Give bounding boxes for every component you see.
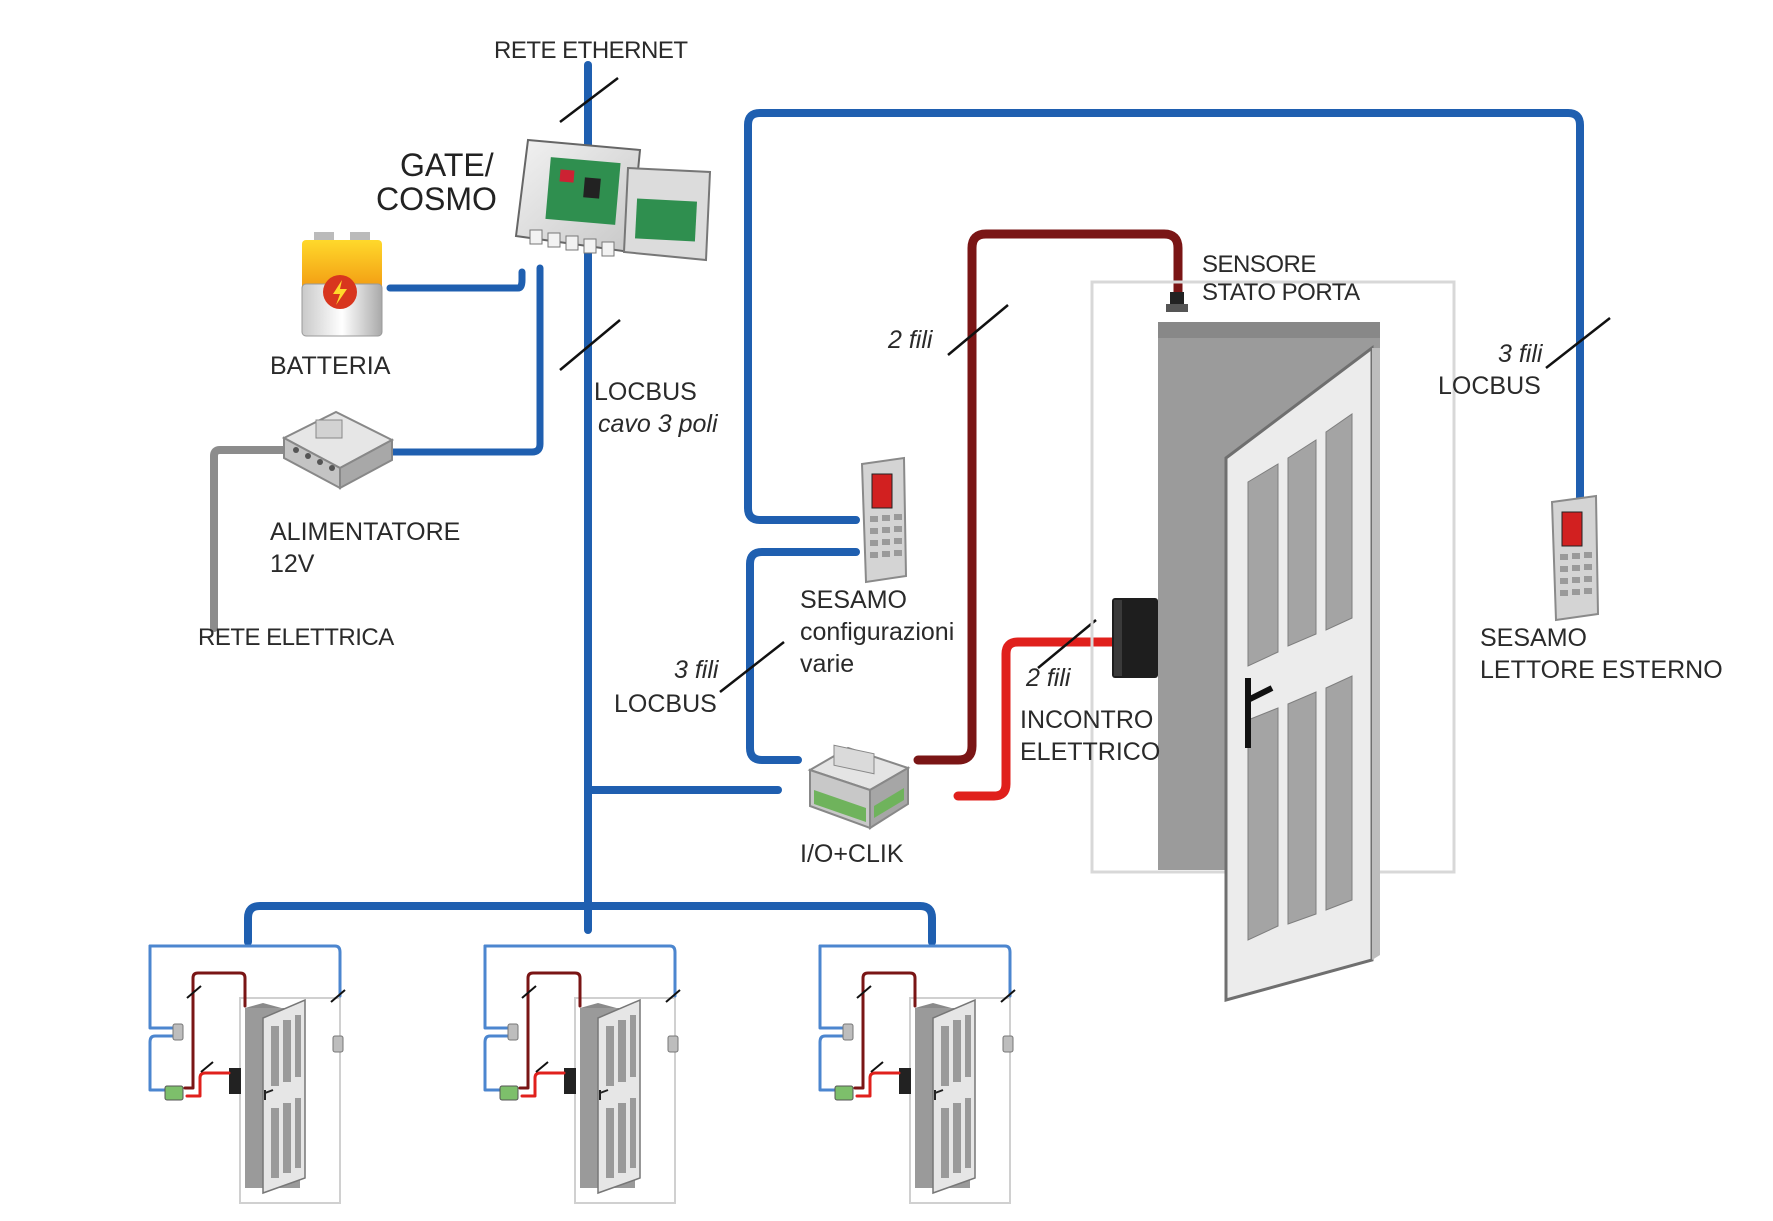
label-sesamo-ext-2: LETTORE ESTERNO — [1480, 656, 1723, 684]
label-io-clik: I/O+CLIK — [800, 840, 904, 868]
door-sensor-icon — [1166, 292, 1188, 312]
label-cavo-3-poli: cavo 3 poli — [598, 410, 719, 438]
label-sesamo-ext-1: SESAMO — [1480, 624, 1587, 652]
label-sesamo-conf-1: SESAMO — [800, 586, 907, 614]
door-icon — [1090, 280, 1456, 1002]
door-icon — [483, 944, 682, 1205]
label-incontro-1: INCONTRO — [1020, 706, 1153, 734]
label-gate-cosmo-1: GATE/ — [400, 147, 494, 183]
door-icon — [148, 944, 347, 1205]
label-2-fili-strike: 2 fili — [1025, 664, 1072, 692]
label-locbus-left: LOCBUS — [614, 690, 717, 718]
label-2-fili-sensor: 2 fili — [887, 326, 934, 354]
label-sensore-2: STATO PORTA — [1202, 279, 1360, 306]
label-incontro-2: ELETTRICO — [1020, 738, 1160, 766]
locbus-backbone — [244, 61, 1584, 946]
label-rete-ethernet: RETE ETHERNET — [494, 37, 688, 64]
label-locbus-right: LOCBUS — [1438, 372, 1541, 400]
keypad-reader-icon — [860, 456, 908, 584]
electric-strike-icon — [1112, 598, 1158, 678]
label-batteria: BATTERIA — [270, 352, 391, 380]
battery-icon — [301, 232, 383, 337]
label-3-fili-left: 3 fili — [674, 656, 720, 684]
door-icon — [818, 944, 1017, 1205]
label-sesamo-conf-2: configurazioni — [800, 618, 954, 646]
keypad-reader-icon — [1550, 494, 1600, 622]
label-gate-cosmo-2: COSMO — [376, 181, 497, 217]
label-sesamo-conf-3: varie — [800, 650, 854, 678]
io-module-icon — [807, 744, 911, 830]
label-rete-elettrica: RETE ELETTRICA — [198, 624, 394, 651]
power-supply-icon — [281, 410, 395, 490]
label-alimentatore-1: ALIMENTATORE — [270, 518, 460, 546]
label-sensore-1: SENSORE — [1202, 251, 1316, 278]
label-alimentatore-2: 12V — [270, 550, 315, 578]
strike-wire — [953, 637, 1117, 801]
label-locbus-main: LOCBUS — [594, 378, 697, 406]
sensor-wire — [913, 229, 1183, 765]
controller-board-icon — [514, 138, 712, 262]
mains-cable — [210, 446, 292, 632]
cable-slash-marks — [559, 77, 1611, 693]
label-3-fili-right: 3 fili — [1498, 340, 1544, 368]
